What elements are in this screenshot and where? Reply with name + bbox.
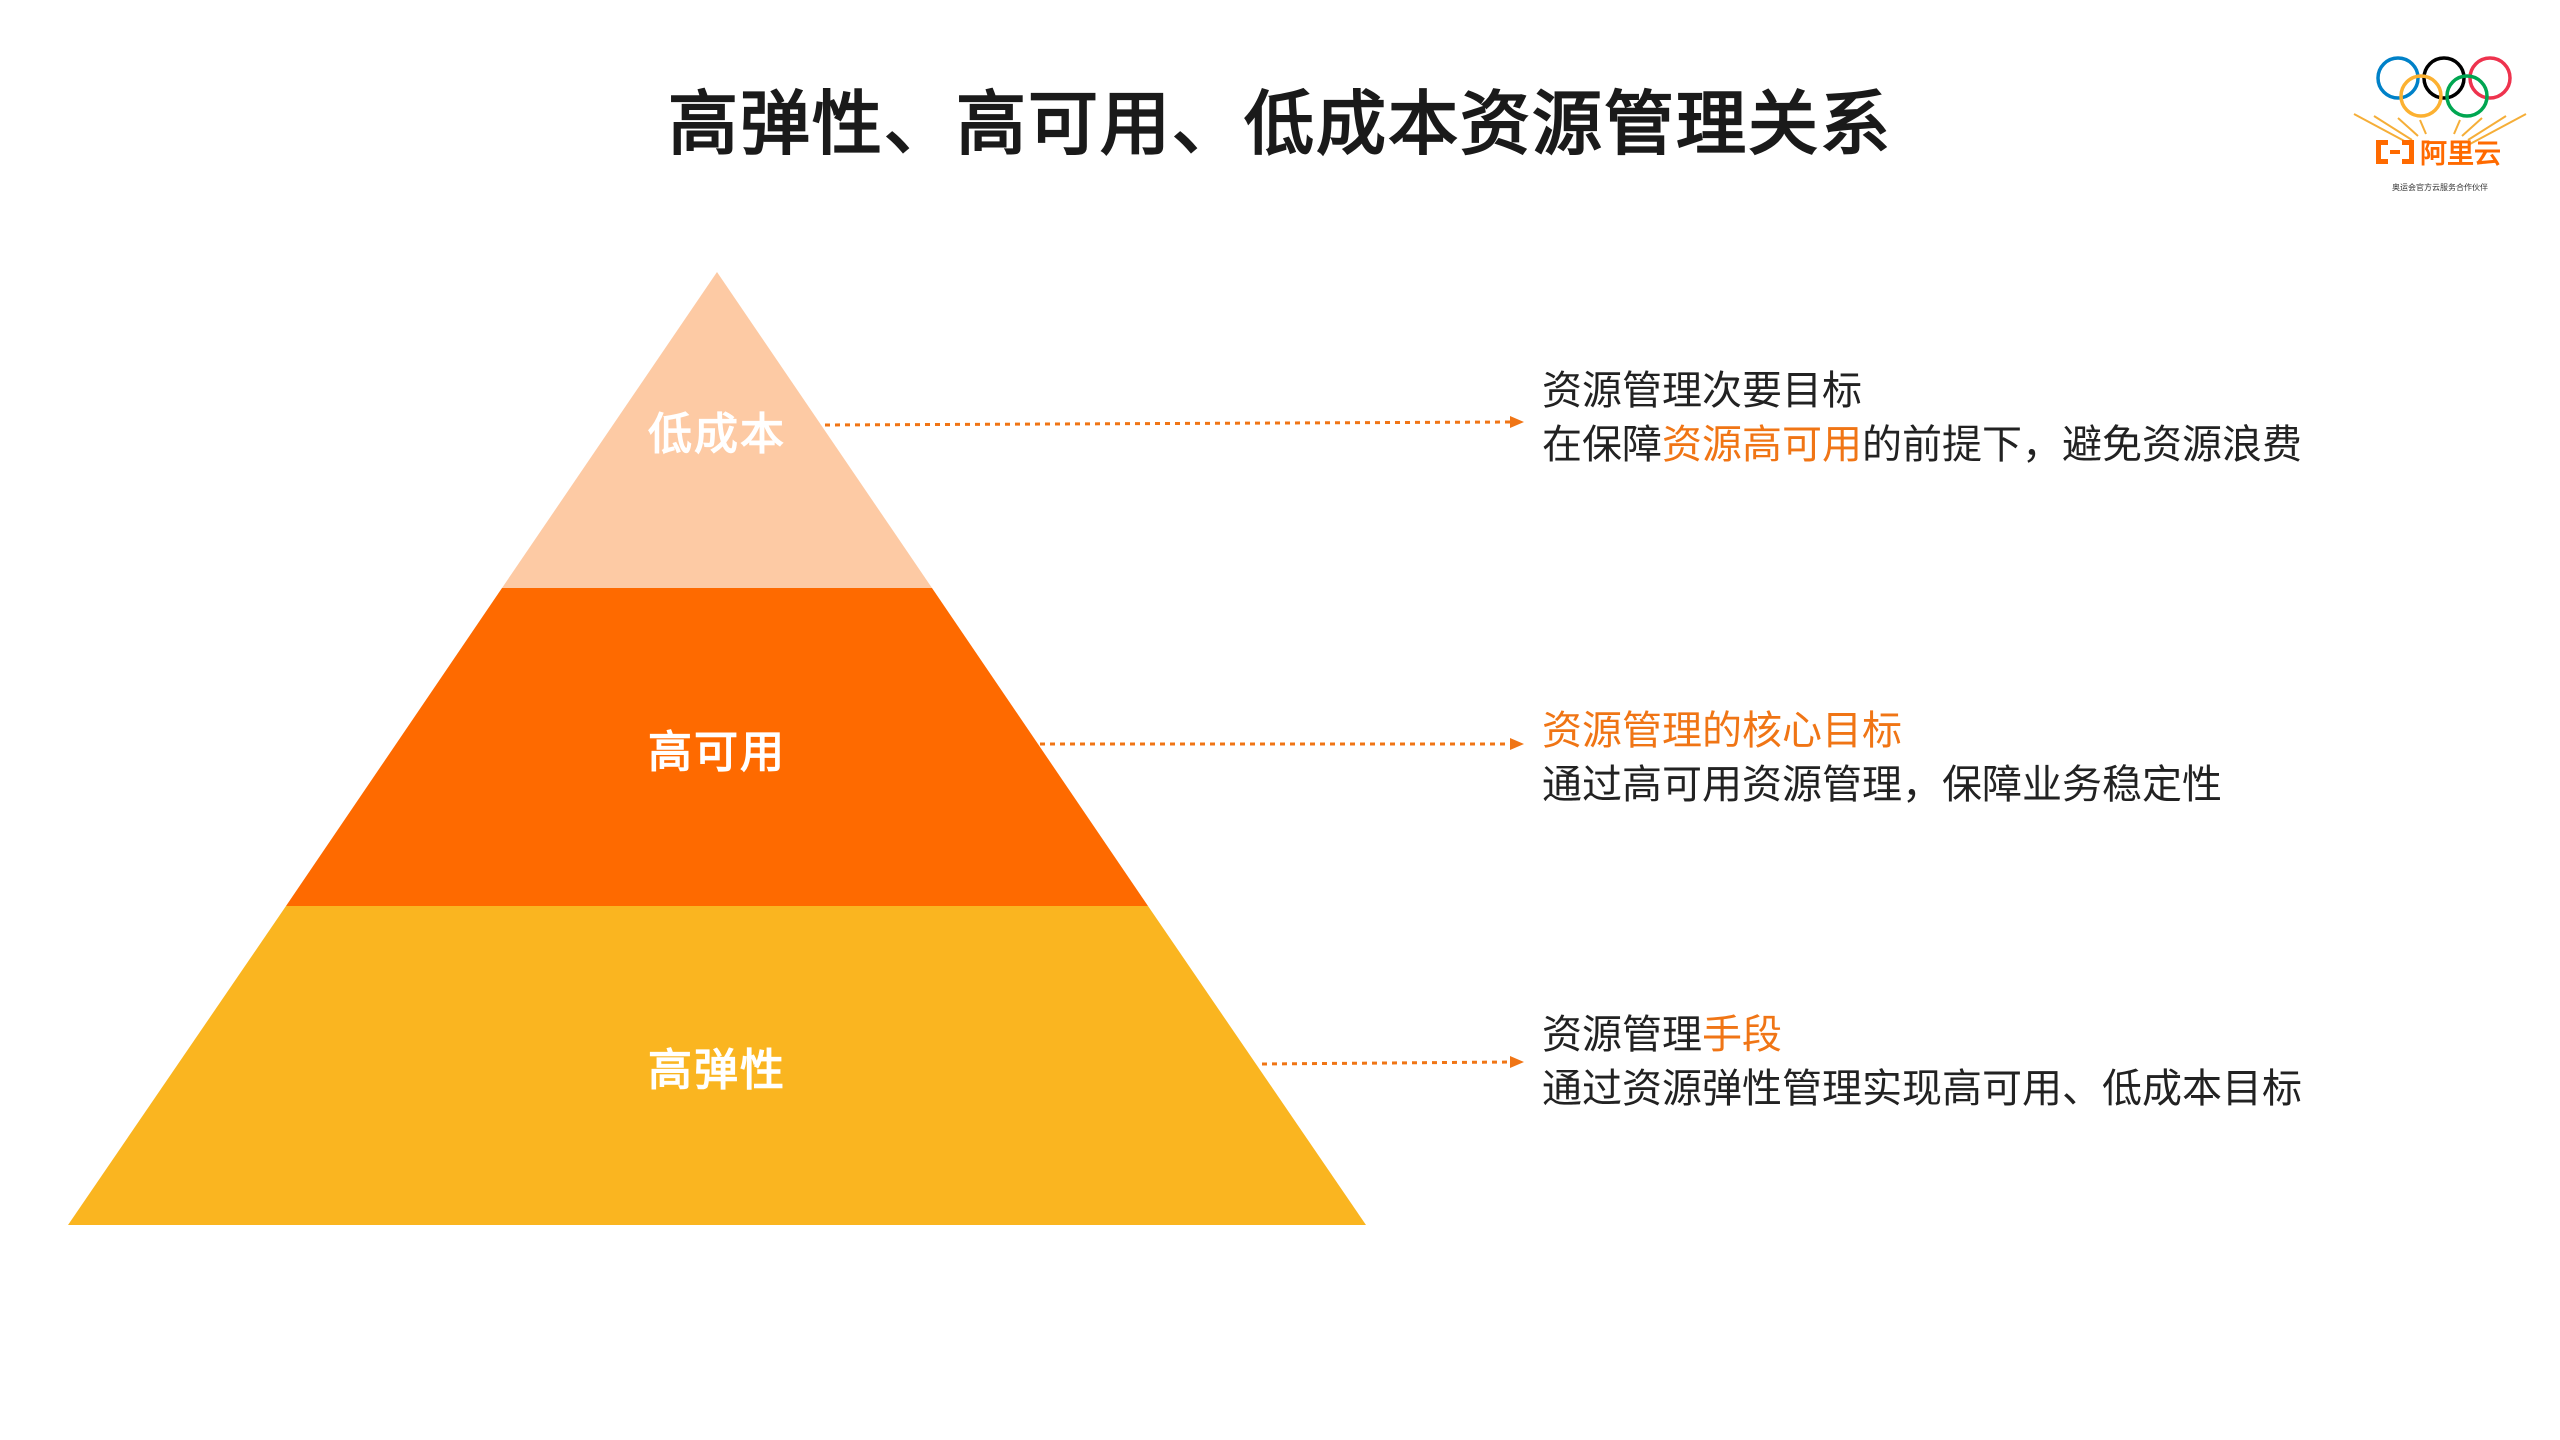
description-line: 在保障资源高可用的前提下，避免资源浪费: [1542, 418, 2302, 472]
description-highlight: 资源高可用: [1662, 422, 1862, 468]
description-text: 的前提下，避免资源浪费: [1862, 422, 2302, 468]
description-text: 通过高可用资源管理，保障业务稳定性: [1542, 762, 2222, 808]
tier-description-high-availability: 资源管理的核心目标 通过高可用资源管理，保障业务稳定性: [1542, 704, 2222, 812]
description-text: 通过资源弹性管理实现高可用、低成本目标: [1542, 1066, 2302, 1112]
description-text: 资源管理次要目标: [1542, 368, 1862, 414]
tier-description-high-elasticity: 资源管理手段 通过资源弹性管理实现高可用、低成本目标: [1542, 1008, 2302, 1116]
description-text: 在保障: [1542, 422, 1662, 468]
description-line: 资源管理手段: [1542, 1008, 2302, 1062]
tier-label-high-elasticity: 高弹性: [648, 1045, 786, 1096]
description-line: 资源管理次要目标: [1542, 364, 2302, 418]
description-text: 资源管理: [1542, 1012, 1702, 1058]
logo-tagline: 奥运会官方云服务合作伙伴: [2392, 182, 2488, 192]
pyramid-tier-high-elasticity: [68, 906, 1366, 1225]
description-line: 通过资源弹性管理实现高可用、低成本目标: [1542, 1062, 2302, 1116]
slide-title: 高弹性、高可用、低成本资源管理关系: [668, 83, 1892, 165]
description-highlight: 资源管理的核心目标: [1542, 708, 1902, 754]
tier-label-high-availability: 高可用: [648, 727, 786, 778]
connector-high-elasticity: [1261, 1060, 1511, 1066]
logo-brand-text: 阿里云: [2420, 139, 2501, 169]
description-line: 资源管理的核心目标: [1542, 704, 2222, 758]
olympic-rings-icon: 阿里云 奥运会官方云服务合作伙伴: [2353, 56, 2527, 192]
pyramid-tier-low-cost: [502, 272, 932, 588]
connector-arrow-icon: [1510, 416, 1524, 428]
tier-label-low-cost: 低成本: [648, 409, 786, 460]
description-line: 通过高可用资源管理，保障业务稳定性: [1542, 758, 2222, 812]
connector-arrow-icon: [1510, 738, 1524, 750]
pyramid-tier-high-availability: [286, 588, 1148, 906]
connector-arrow-icon: [1510, 1056, 1524, 1068]
alibaba-cloud-logo: 阿里云 奥运会官方云服务合作伙伴: [2340, 44, 2540, 204]
description-highlight: 手段: [1702, 1012, 1782, 1058]
connector-low-cost: [824, 420, 1511, 427]
tier-description-low-cost: 资源管理次要目标 在保障资源高可用的前提下，避免资源浪费: [1542, 364, 2302, 472]
